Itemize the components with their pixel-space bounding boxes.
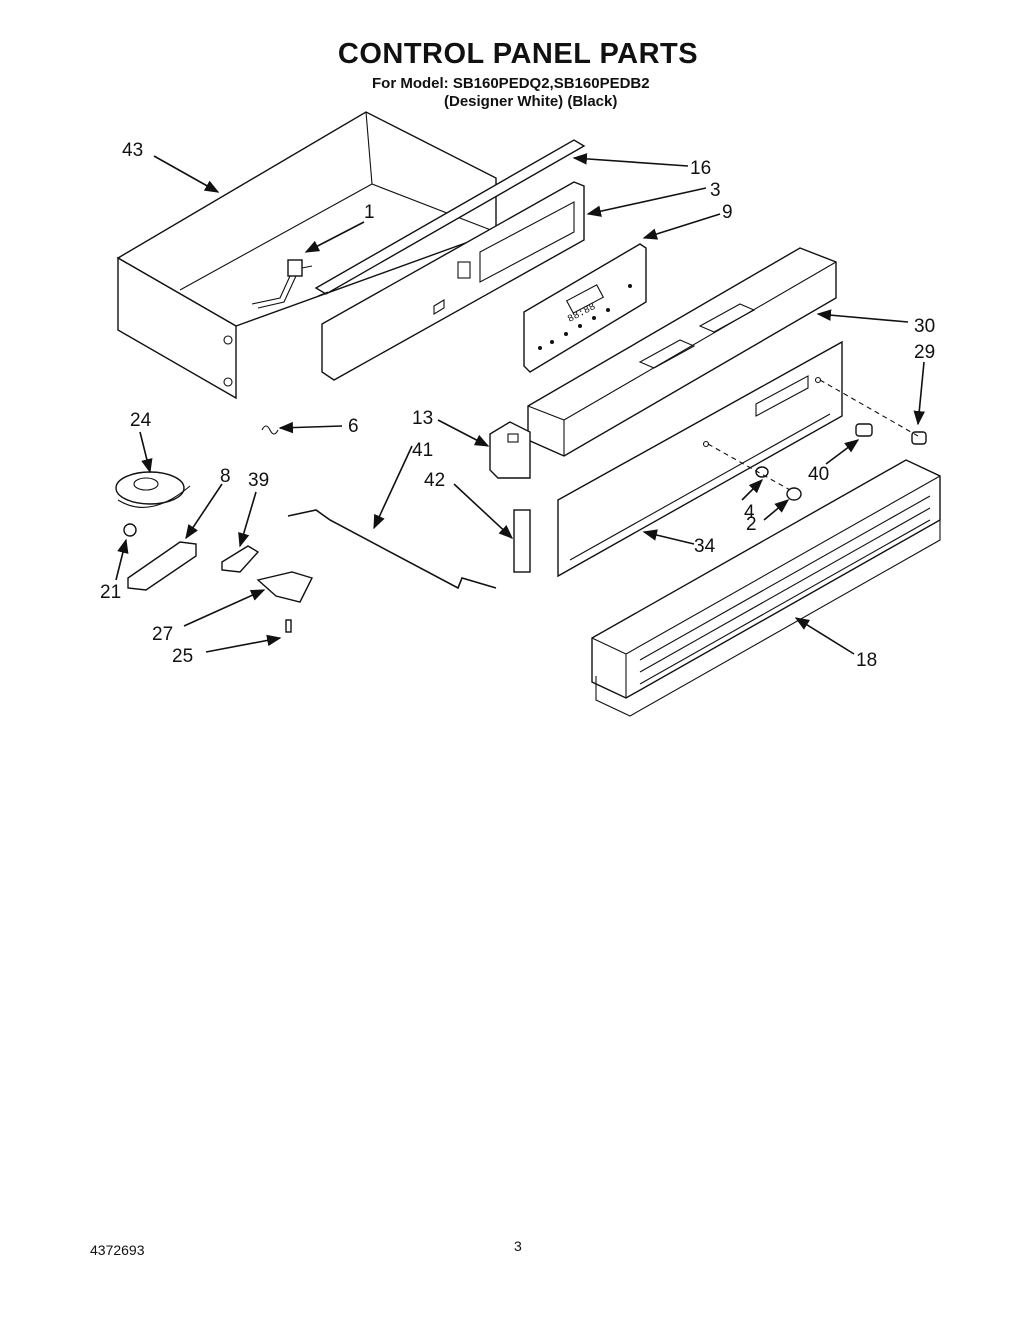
part-label-13: 13 [412,408,433,429]
part-labels: 43 16 3 1 9 30 29 24 6 13 41 8 39 42 40 … [100,140,935,671]
part-label-30: 30 [914,316,935,337]
button-part [786,487,802,501]
part-label-34: 34 [694,536,716,557]
part-label-1: 1 [364,202,375,223]
part-label-43: 43 [122,140,143,161]
part-label-3: 3 [710,180,721,201]
part-label-8: 8 [220,466,231,487]
leader-lines [115,153,925,655]
part-label-21: 21 [100,582,121,603]
part-label-29: 29 [914,342,935,363]
color-line: (Designer White) (Black) [444,93,618,110]
mount-bracket [127,541,197,591]
switch-part [251,259,313,309]
washer-part [755,466,769,478]
model-line: For Model: SB160PEDQ2,SB160PEDB2 [372,75,650,92]
side-bracket [513,509,531,573]
part-label-42: 42 [424,470,445,491]
part-label-27: 27 [152,624,173,645]
inner-panel [321,181,585,381]
thermostat-part [115,471,191,508]
display-overlay [557,340,843,578]
part-label-16: 16 [690,158,711,179]
shaft-part [855,423,873,437]
latch-plate [256,571,313,603]
part-label-9: 9 [722,202,733,223]
part-label-18: 18 [856,650,877,671]
doc-number: 4372693 [90,1242,145,1258]
page-number: 3 [514,1238,522,1254]
part-label-40: 40 [808,464,829,485]
page-title: CONTROL PANEL PARTS [337,38,699,70]
nut-part [123,523,137,537]
clip-part [221,545,260,573]
part-label-39: 39 [248,470,269,491]
control-board: 88:88 [523,243,647,373]
grille-panel [591,459,941,717]
part-label-6: 6 [348,416,359,437]
part-label-4: 4 [744,502,755,523]
trim-strip [314,139,586,297]
part-label-24: 24 [130,410,152,431]
screw-part [285,619,292,633]
housing-box [116,111,497,400]
part-label-41: 41 [412,440,433,461]
end-cap [489,421,531,479]
linkage-rod [287,509,497,590]
part-label-2: 2 [746,514,757,535]
part-label-25: 25 [172,646,193,667]
spring-part [261,425,279,435]
